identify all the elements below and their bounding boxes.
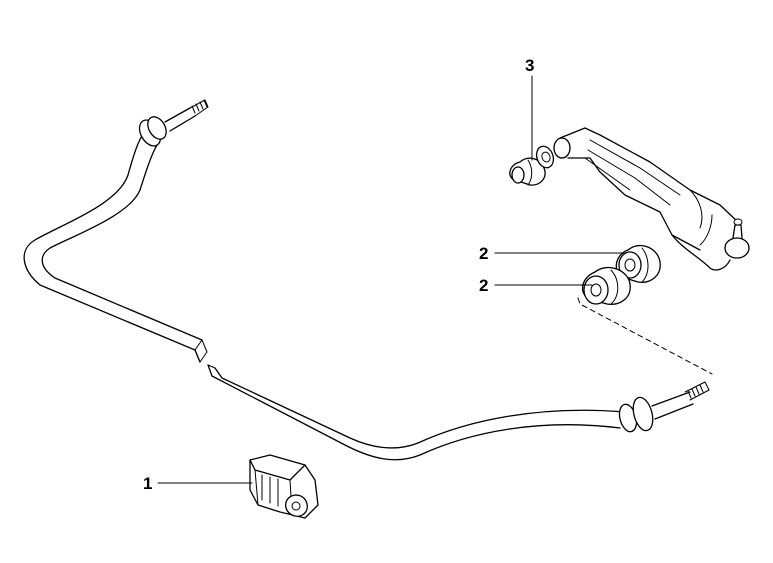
leader-lines xyxy=(157,75,625,484)
control-arm-bushing-front xyxy=(615,245,661,283)
stabilizer-bar-right-segment xyxy=(207,364,626,461)
stabilizer-bar-left-end-link xyxy=(138,99,209,147)
lower-control-arm xyxy=(553,127,750,271)
stabilizer-bar-left-segment xyxy=(23,127,208,363)
control-arm-bushing-rear xyxy=(581,267,631,305)
stabilizer-bar-bushing xyxy=(249,454,319,519)
callout-label-1: 1 xyxy=(143,474,152,493)
stabilizer-bar-right-end-link xyxy=(618,381,710,433)
callout-label-3: 3 xyxy=(525,56,534,75)
assembly-dashed-line xyxy=(577,297,713,375)
callout-label-2-rear: 2 xyxy=(479,276,488,295)
bump-stop xyxy=(509,145,555,186)
callout-label-2-front: 2 xyxy=(479,244,488,263)
